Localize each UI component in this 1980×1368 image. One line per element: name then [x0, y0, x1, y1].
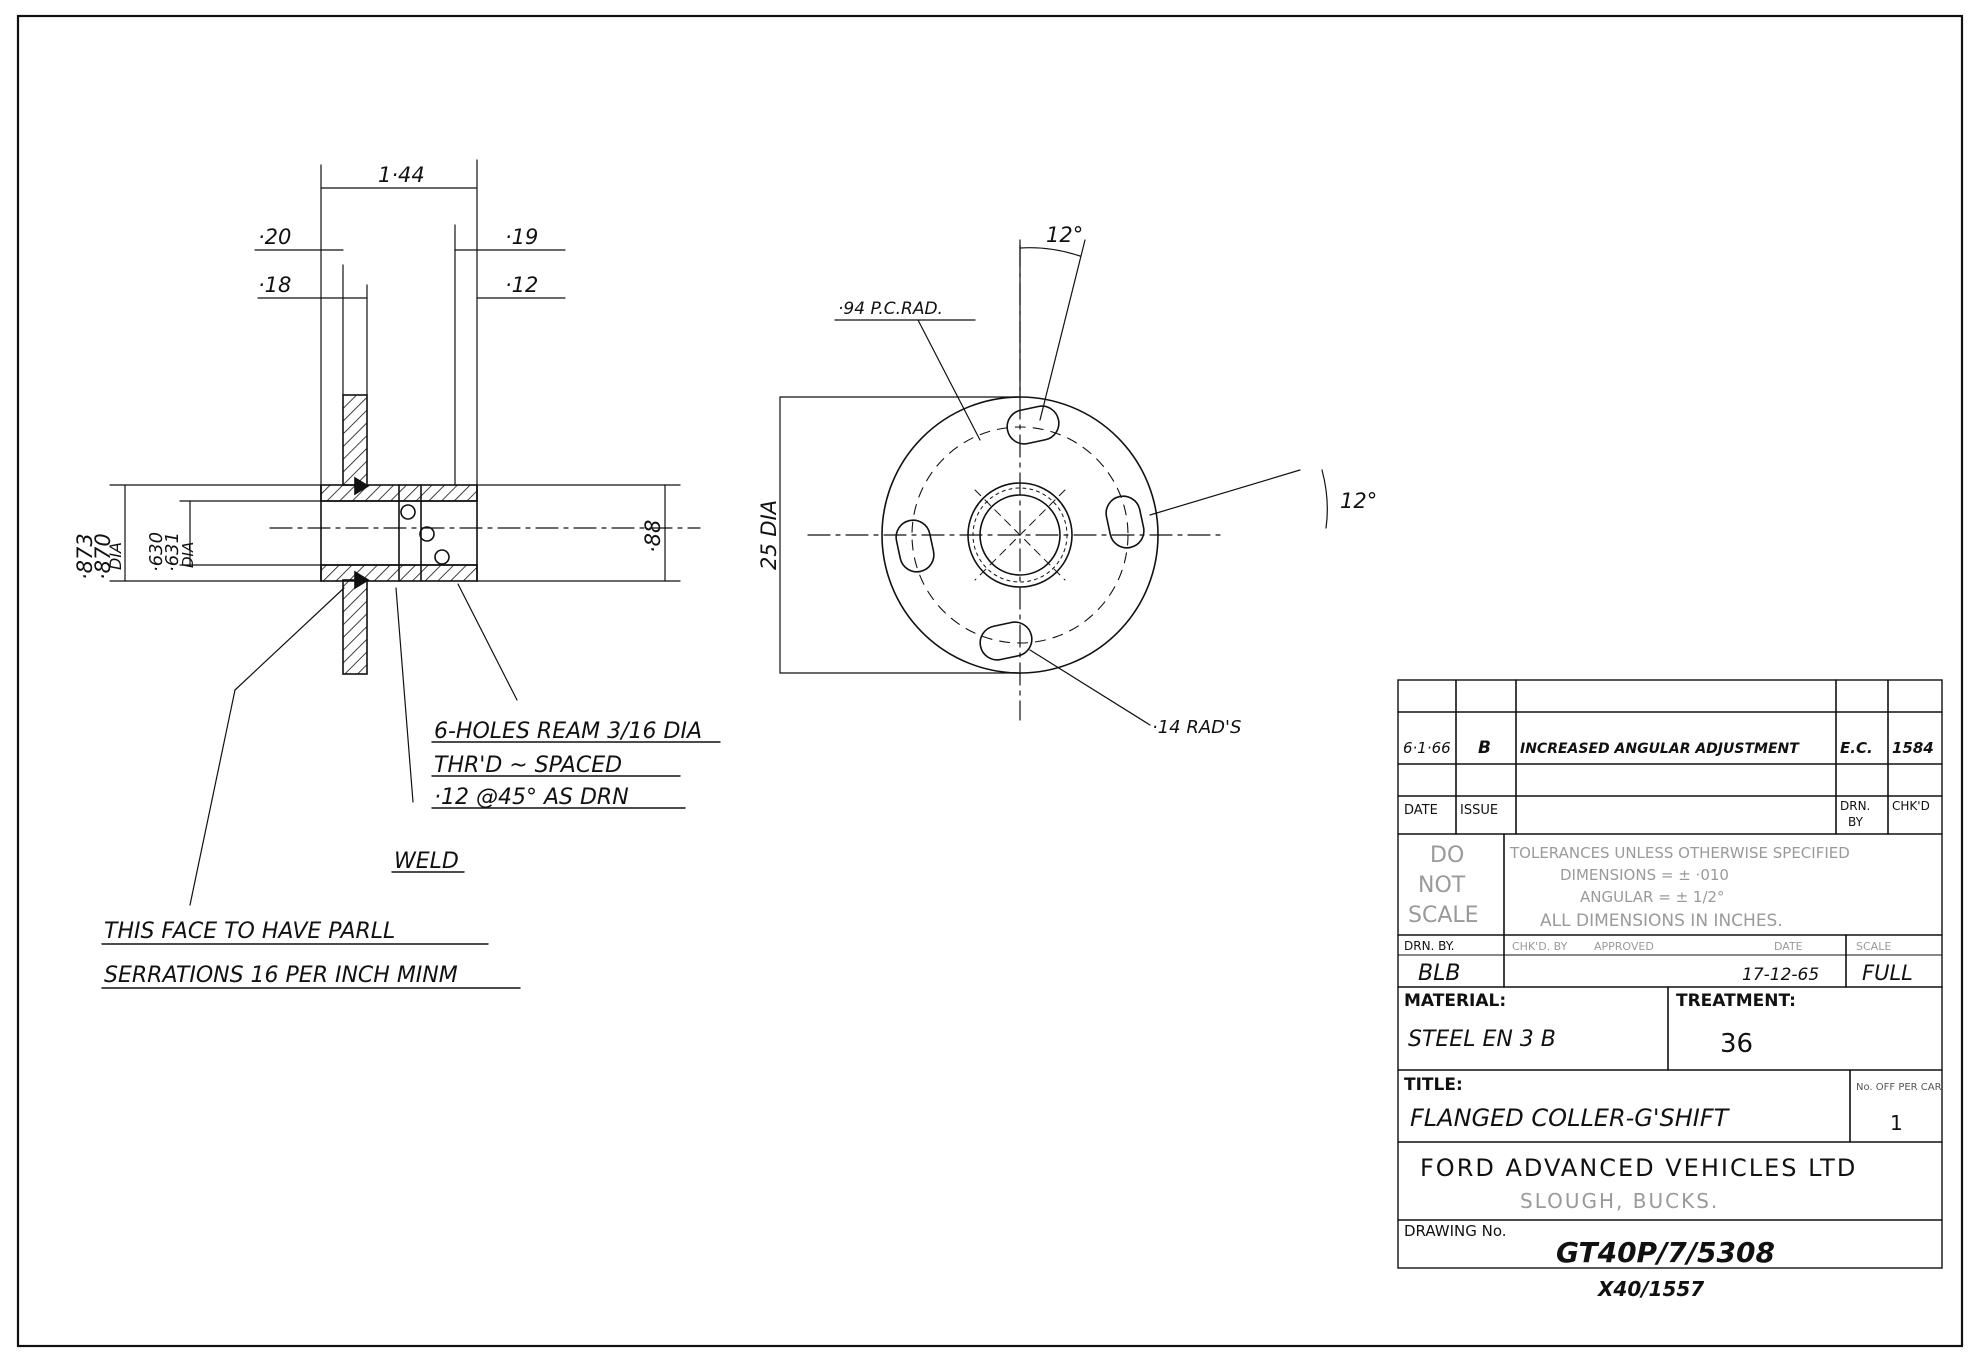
dim-left-top: ·20	[258, 225, 291, 249]
side-view	[101, 159, 721, 989]
dim-flange-od-min: ·870	[91, 533, 115, 580]
tolerance-line-4: ALL DIMENSIONS IN INCHES.	[1540, 911, 1783, 931]
flange-section-lower	[342, 579, 368, 675]
dim-bore-min: ·631	[162, 532, 183, 572]
dim-right-bottom: ·12	[505, 273, 538, 297]
dim-bore-max: ·630	[146, 532, 167, 572]
adjustment-slot-top	[1006, 405, 1060, 445]
no-off-value: 1	[1890, 1111, 1903, 1135]
drawn-by-initials: BLB	[1418, 961, 1460, 986]
note-face-line2: SERRATIONS 16 PER INCH MINM	[104, 963, 458, 988]
revision-description: INCREASED ANGULAR ADJUSTMENT	[1520, 741, 1800, 757]
end-dia-label: 25 DIA	[757, 500, 781, 570]
title-value: FLANGED COLLER-G'SHIFT	[1410, 1104, 1731, 1132]
tolerance-line-2: DIMENSIONS = ± ·010	[1560, 866, 1729, 884]
end-view	[779, 239, 1328, 726]
revision-date: 6·1·66	[1403, 739, 1451, 757]
hole-symbol	[400, 504, 416, 520]
header-scale: SCALE	[1856, 940, 1891, 953]
dim-overall-length: 1·44	[378, 163, 425, 187]
do-not-scale-1: DO	[1430, 843, 1464, 868]
angle-top-label: 12°	[1046, 223, 1083, 247]
drawn-date: 17-12-65	[1742, 965, 1819, 985]
revision-ref: 1584	[1892, 739, 1934, 757]
bore-inner	[979, 494, 1061, 576]
material-label: MATERIAL:	[1404, 991, 1506, 1011]
revision-issue: B	[1478, 738, 1491, 758]
treatment-label: TREATMENT:	[1676, 991, 1796, 1011]
dim-right-dia: ·88	[641, 520, 665, 553]
header-chkd: CHK'D	[1892, 799, 1930, 813]
note-holes-line3: ·12 @45° AS DRN	[434, 785, 629, 810]
note-holes-line2: THR'D ~ SPACED	[434, 753, 622, 778]
hole-symbol	[419, 526, 435, 542]
drawing-number: GT40P/7/5308	[1556, 1236, 1775, 1269]
title-block	[1397, 679, 1943, 1269]
pc-rad-label: ·94 P.C.RAD.	[838, 299, 943, 319]
dim-flange-od-max: ·873	[73, 533, 97, 580]
do-not-scale-3: SCALE	[1408, 903, 1479, 928]
company-line2: SLOUGH, BUCKS.	[1520, 1189, 1719, 1213]
weld-mark	[354, 570, 370, 590]
tolerance-line-1: TOLERANCES UNLESS OTHERWISE SPECIFIED	[1509, 844, 1850, 862]
angle-right-label: 12°	[1340, 489, 1377, 513]
header-drn-by: DRN. BY.	[1404, 939, 1454, 953]
adjustment-slot-right	[1105, 495, 1145, 549]
tolerance-line-3: ANGULAR = ± 1/2°	[1580, 888, 1725, 906]
header-chkd-by: CHK'D. BY	[1512, 940, 1568, 953]
adjustment-slot-bottom	[979, 621, 1033, 661]
header-issue: ISSUE	[1460, 803, 1498, 818]
alt-number: X40/1557	[1596, 1277, 1704, 1301]
adjustment-slot-left	[895, 519, 935, 573]
bore-serrations	[972, 487, 1068, 583]
header-date2: DATE	[1774, 940, 1803, 953]
no-off-label: No. OFF PER CAR	[1856, 1082, 1942, 1093]
revision-initials: E.C.	[1840, 739, 1873, 757]
dim-bore-unit: DIA	[179, 542, 197, 568]
weld-mark	[354, 476, 370, 496]
hole-symbol	[434, 549, 450, 565]
header-drn: DRN.	[1840, 799, 1870, 813]
company-line1: FORD ADVANCED VEHICLES LTD	[1420, 1154, 1857, 1182]
do-not-scale-2: NOT	[1418, 873, 1466, 898]
dim-od-unit: DIA	[106, 542, 125, 570]
dim-right-top: ·19	[505, 225, 538, 249]
treatment-value: 36	[1720, 1029, 1753, 1059]
header-approved: APPROVED	[1594, 940, 1654, 953]
slot-rad-label: ·14 RAD'S	[1152, 717, 1241, 738]
sheet-border	[16, 14, 1964, 1348]
header-by: BY	[1848, 815, 1864, 829]
scale-value: FULL	[1862, 961, 1913, 985]
pitch-circle	[911, 426, 1129, 644]
note-weld: WELD	[394, 849, 459, 874]
bore-outer	[967, 482, 1073, 588]
title-label: TITLE:	[1404, 1075, 1463, 1095]
note-holes-line1: 6-HOLES REAM 3/16 DIA	[434, 719, 702, 744]
material-value: STEEL EN 3 B	[1408, 1027, 1556, 1052]
drawing-no-label: DRAWING No.	[1404, 1222, 1507, 1240]
dim-left-bottom: ·18	[258, 273, 291, 297]
flange-section	[342, 394, 368, 486]
header-date: DATE	[1404, 803, 1438, 818]
note-face-line1: THIS FACE TO HAVE PARLL	[104, 919, 395, 944]
